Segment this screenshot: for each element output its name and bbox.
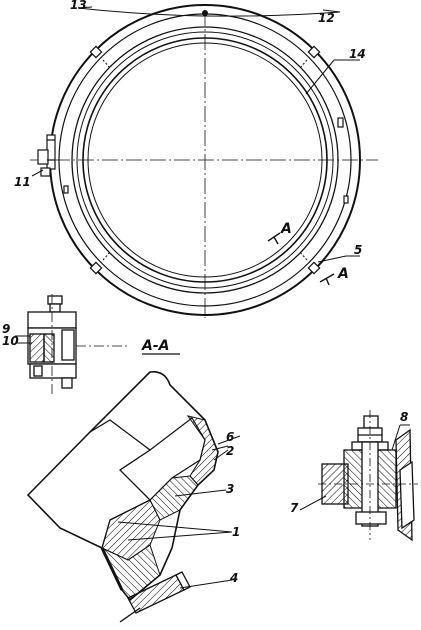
callout-7: 7 [290, 501, 299, 515]
top-lug [202, 10, 208, 16]
callout-5: 5 [354, 243, 362, 257]
bolted-clamp-detail: 8 7 [290, 410, 418, 542]
main-view-leaders [31, 6, 360, 263]
ring-plan-view: 13 12 14 11 5 A A [14, 0, 378, 318]
ring-side-tabs [63, 117, 349, 204]
callout-6: 6 [226, 430, 234, 444]
section-mark-a-lower: A [337, 266, 349, 282]
callout-4: 4 [229, 571, 238, 585]
section-a-a-view: 9 10 A-A [2, 294, 180, 396]
callout-8: 8 [400, 410, 408, 424]
callout-12: 12 [318, 11, 335, 25]
callout-10: 10 [2, 334, 19, 348]
ring-inner-1 [76, 31, 334, 289]
ring-mid [71, 26, 339, 294]
left-clamp-assembly [37, 134, 56, 177]
section-mark-a-upper: A [280, 221, 292, 237]
callout-1: 1 [232, 525, 240, 539]
bracket-dash-ticks [102, 59, 308, 261]
outer-band-inner-edge [58, 13, 352, 307]
section-cut-marks [267, 232, 335, 286]
section-title-a-a: A-A [141, 338, 169, 354]
callout-3: 3 [226, 482, 234, 496]
hatched-strip-2 [186, 415, 219, 486]
joint-detail-view: 6 2 3 1 4 [26, 370, 241, 623]
bolt-4 [119, 571, 191, 623]
callout-14: 14 [349, 47, 366, 61]
ring-inner-2 [82, 37, 328, 283]
detail-leaders [117, 435, 241, 589]
callout-9: 9 [2, 322, 10, 336]
clamp-brackets [89, 45, 321, 275]
ring-inner-3 [87, 42, 323, 278]
top-strap-line [77, 7, 341, 17]
callout-13: 13 [70, 0, 87, 12]
callout-2: 2 [226, 444, 234, 458]
callout-11: 11 [14, 175, 31, 189]
